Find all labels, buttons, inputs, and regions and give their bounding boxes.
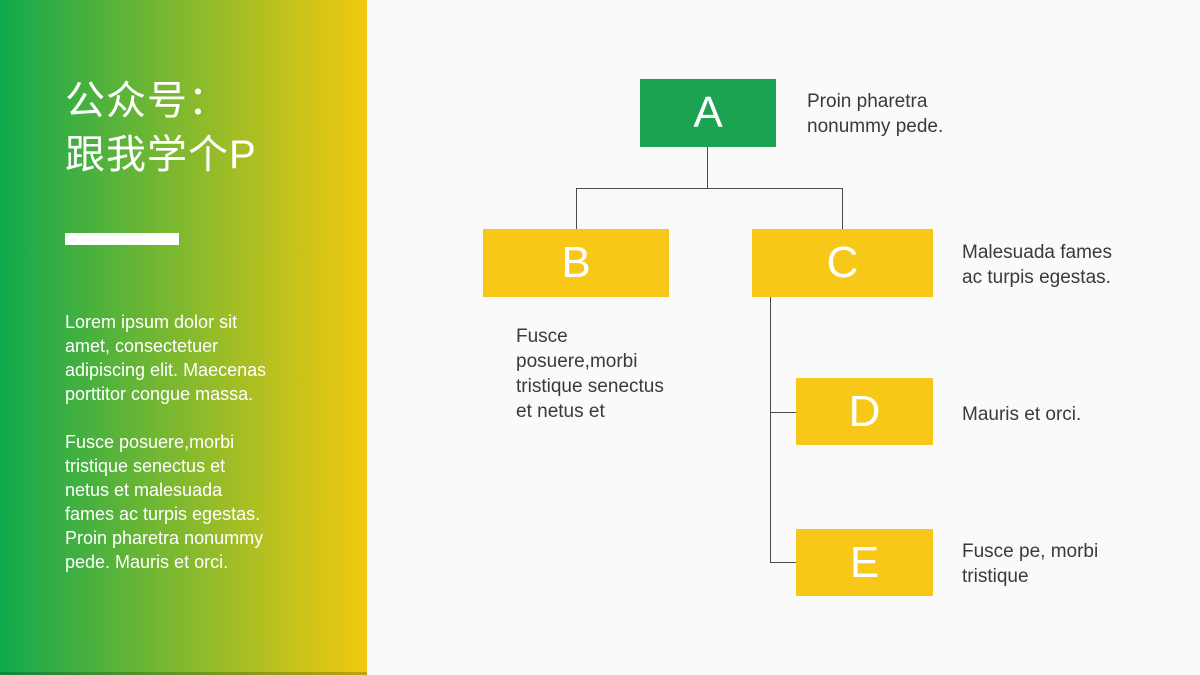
- org-node-b: B: [483, 229, 669, 297]
- connector-b-drop: [576, 188, 577, 229]
- connector-c-drop: [842, 188, 843, 229]
- connector-e-elbow: [770, 562, 796, 563]
- sidebar-title: 公众号：跟我学个P: [65, 79, 257, 177]
- org-node-e: E: [796, 529, 933, 596]
- org-node-a: A: [640, 79, 776, 147]
- connector-d-elbow: [770, 412, 796, 413]
- org-node-d: D: [796, 378, 933, 445]
- note-d: Mauris et orci.: [962, 404, 1082, 425]
- title-accent-bar: [65, 233, 179, 245]
- connector-c-trunk: [770, 297, 771, 562]
- connector-horizontal-bc: [576, 188, 843, 189]
- org-node-c: C: [752, 229, 933, 297]
- connector-a-stem: [707, 147, 708, 188]
